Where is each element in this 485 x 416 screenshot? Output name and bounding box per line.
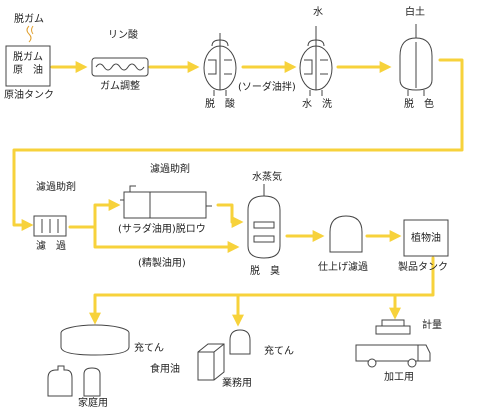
weigh-label: 計量: [422, 320, 442, 331]
decolor-vessel: [399, 24, 433, 96]
filter-label: 濾 過: [36, 241, 66, 252]
gum-adjust-pipe: [91, 57, 149, 77]
crude-tank-box-line1: 脱ガム: [13, 52, 43, 63]
business-box: [197, 343, 225, 381]
degum-input-label: 脱ガム: [14, 14, 44, 25]
arrow-filter-to-dewax: [68, 199, 121, 229]
equipment: [5, 24, 449, 397]
fill-tank-mid: [229, 329, 251, 355]
fill-tank-left: [60, 324, 130, 356]
household-bottles: [47, 365, 101, 397]
clay-label: 白土: [405, 7, 425, 18]
soda-refining-label: (ソーダ油拌): [238, 82, 296, 93]
processing-label: 加工用: [384, 372, 414, 383]
arrow-dewax-to-deodor: [216, 203, 244, 228]
dewax-tanks: [120, 185, 212, 219]
finish-filter-label: 仕上げ濾過: [318, 262, 368, 273]
product-tank-box: [403, 219, 449, 257]
steam-label: 水蒸気: [252, 172, 282, 183]
degum-input-icon: [26, 25, 34, 43]
deacid-label: 脱 酸: [205, 99, 235, 110]
arrow-refined-bypass: [93, 225, 240, 253]
processing-truck: [355, 319, 431, 368]
dewax-label: (サラダ油用)脱ロウ: [118, 224, 206, 235]
filter-aid-top-label: 濾過助剤: [150, 164, 190, 175]
filter-press: [33, 215, 67, 237]
finish-filter-tank: [329, 215, 363, 253]
arrow-decolor-to-filter: [12, 58, 464, 231]
crude-tank-box-line2: 原 油: [13, 65, 43, 76]
flow-arrows: [12, 58, 464, 327]
veg-oil-label: 植物油: [411, 233, 441, 244]
water-label: 水: [313, 7, 323, 18]
deacid-reactor: [203, 33, 237, 96]
deodorizer: [247, 184, 281, 259]
edible-oil-label: 食用油: [150, 364, 180, 375]
water-wash-reactor: [299, 26, 333, 96]
crude-tank-label: 原油タンク: [4, 90, 54, 101]
business-use-label: 業務用: [222, 378, 252, 389]
decolor-label: 脱 色: [404, 99, 434, 110]
home-use-label: 家庭用: [78, 398, 108, 409]
product-tank-label: 製品タンク: [398, 262, 448, 273]
deodor-label: 脱 臭: [250, 266, 280, 277]
crude-tank-box: [5, 45, 51, 87]
filter-aid-left-label: 濾過助剤: [36, 182, 76, 193]
arrow-to-fill-left: [89, 256, 435, 325]
water-wash-label: 水 洗: [302, 99, 332, 110]
phosphoric-acid-label: リン酸: [108, 30, 138, 41]
fill-left-label: 充てん: [134, 343, 164, 354]
gum-adjust-label: ガム調整: [100, 81, 140, 92]
refined-oil-label: (精製油用): [138, 258, 186, 269]
fill-mid-label: 充てん: [264, 346, 294, 357]
